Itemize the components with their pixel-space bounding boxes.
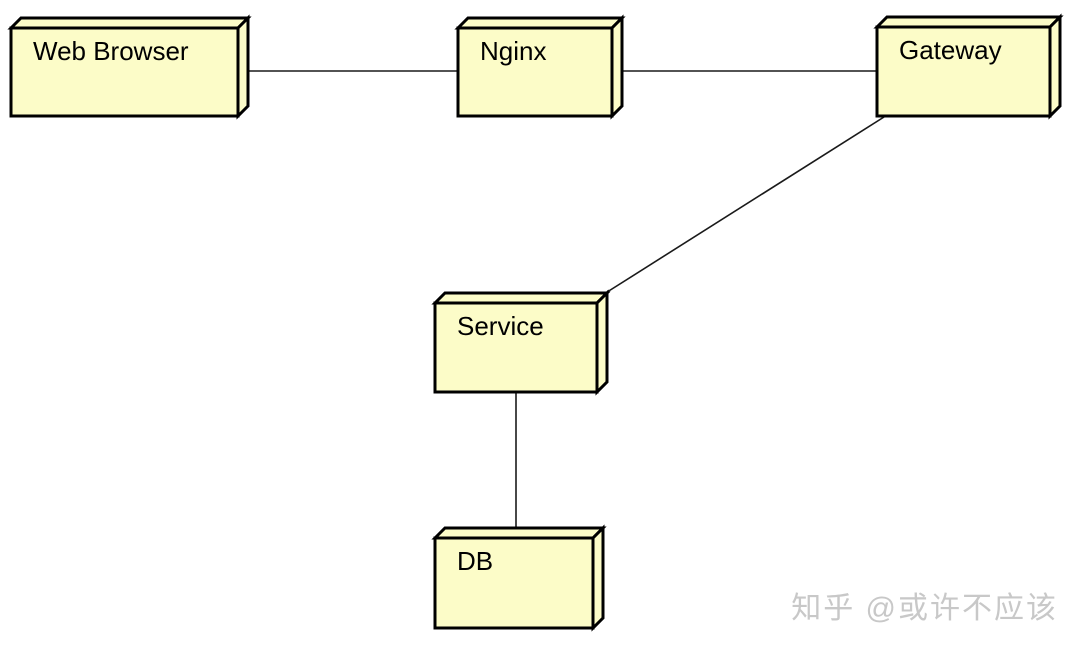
node-front-face [9,26,240,118]
node-label: Service [457,311,544,341]
node-front-face [456,26,614,118]
edge-gateway-service [603,116,885,295]
node-service: Service [431,289,611,396]
node-db: DB [431,524,607,632]
node-front-face [875,25,1052,118]
node-label: Gateway [899,35,1002,65]
node-gateway: Gateway [873,13,1064,120]
node-web-browser: Web Browser [7,14,252,120]
node-label: DB [457,546,493,576]
zhihu-watermark: 知乎 @或许不应该 [791,592,1058,625]
node-label: Nginx [480,36,546,66]
edges [240,70,885,540]
node-front-face [433,301,599,394]
node-nginx: Nginx [454,14,626,120]
node-label: Web Browser [33,36,189,66]
node-front-face [433,536,595,630]
